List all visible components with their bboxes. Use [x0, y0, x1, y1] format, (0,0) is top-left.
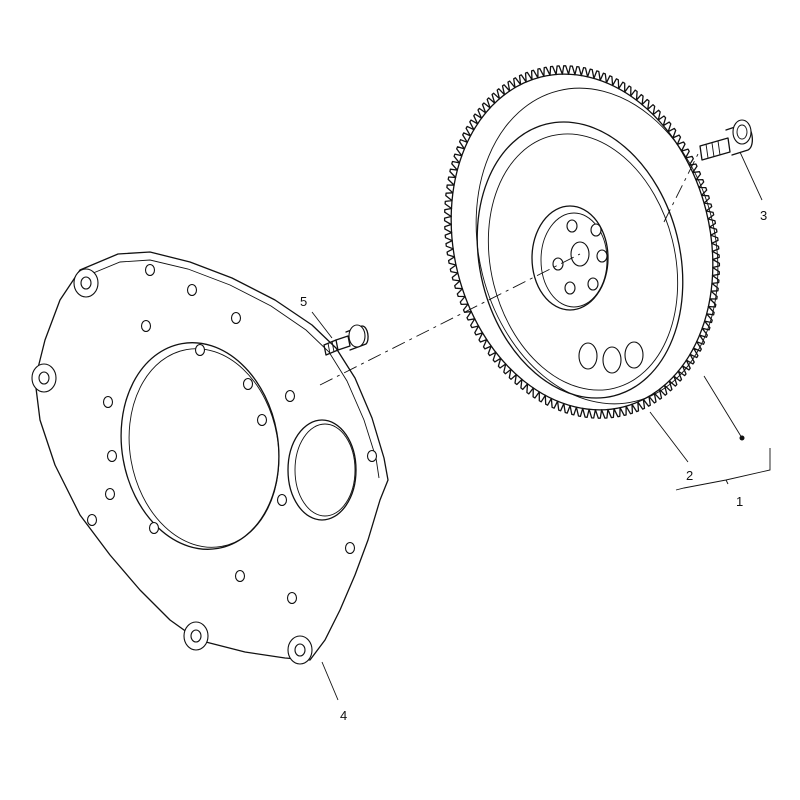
spacer-plate — [31, 251, 389, 665]
flywheel-face-inner — [487, 133, 679, 391]
flywheel-hub — [531, 205, 609, 311]
spacer-plate-outline — [34, 251, 389, 661]
callout-3: 3 — [760, 208, 767, 223]
bolt-hole — [284, 389, 296, 403]
spacer-plate-main-bore — [120, 342, 280, 550]
leader-5 — [311, 311, 333, 339]
spacer-plate-dowel-bosses — [31, 268, 313, 665]
bolt-hole — [256, 413, 268, 427]
dowel-boss — [287, 635, 313, 665]
flywheel-hub-inner — [540, 212, 608, 308]
bolt-hole — [194, 343, 206, 357]
leader-2 — [649, 411, 689, 463]
callout-5: 5 — [300, 294, 307, 309]
leader-1-dot — [703, 375, 743, 439]
bolt-hole — [102, 395, 114, 409]
dowel-boss — [183, 621, 209, 651]
bolt-hole — [148, 521, 160, 535]
callout-4: 4 — [340, 708, 347, 723]
bolt-hole — [140, 319, 152, 333]
leader-4 — [321, 661, 339, 701]
bolt-hole — [104, 487, 116, 501]
assembly-bracket — [675, 448, 771, 491]
callout-1: 1 — [736, 494, 743, 509]
bolt-hole — [366, 449, 378, 463]
bolt-hole — [234, 569, 246, 583]
bolt-hole — [286, 591, 298, 605]
bolt-hole — [344, 541, 356, 555]
leader-lines — [311, 151, 771, 701]
bolt-hole — [186, 283, 198, 297]
spacer-plate-edge — [85, 259, 380, 479]
flywheel-rim-back — [475, 87, 719, 405]
dowel-boss — [73, 268, 99, 298]
flywheel-bolt — [699, 119, 754, 161]
leader-3 — [739, 151, 763, 201]
assembly-centerline — [319, 149, 701, 386]
spacer-plate-starter-bore — [287, 419, 357, 521]
bolt-hole — [242, 377, 254, 391]
flywheel — [443, 65, 721, 419]
callouts: 1 2 3 4 5 — [300, 208, 767, 723]
bolt-hole — [86, 513, 98, 527]
callout-2: 2 — [686, 468, 693, 483]
spacer-plate-main-bore-edge — [128, 348, 280, 548]
bolt-hole — [230, 311, 242, 325]
flywheel-hub-holes — [552, 219, 608, 295]
spacer-plate-starter-bore-edge — [294, 423, 356, 517]
flywheel-balance-holes — [578, 341, 644, 374]
spacer-plate-bolt-holes — [86, 263, 378, 605]
flywheel-face — [476, 121, 684, 399]
bolt-hole — [144, 263, 156, 277]
plate-bolt — [323, 324, 369, 356]
bolt-hole — [106, 449, 118, 463]
flywheel-rim-outer — [450, 73, 714, 411]
leader-1-dot-end — [739, 435, 745, 441]
bolt-hole — [276, 493, 288, 507]
dowel-boss — [31, 363, 57, 393]
